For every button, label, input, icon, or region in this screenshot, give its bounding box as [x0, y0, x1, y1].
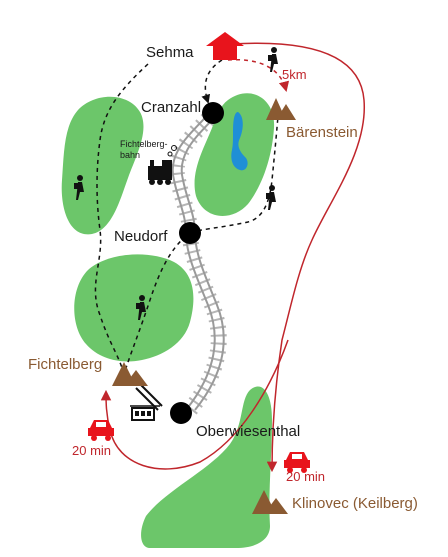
mountain-icon: [112, 362, 148, 386]
house-icon: [206, 32, 244, 60]
place-label-oberwiesenthal: Oberwiesenthal: [196, 423, 300, 440]
car-routes: [100, 42, 365, 473]
car-route-to-fichtelberg: [100, 339, 289, 470]
lake: [231, 112, 248, 171]
car-icon: [88, 420, 114, 441]
trail-sehma-fichtelberg: [94, 63, 149, 369]
train-label-line1: Fichtelberg-: [120, 139, 168, 149]
steam-train-icon: [148, 145, 177, 185]
hiker-icon: [266, 185, 276, 210]
mountain-icon: [266, 98, 296, 120]
hike-route-sehma-baerenstein: [227, 58, 290, 93]
place-label-neudorf: Neudorf: [114, 228, 168, 245]
cable-car-icon: [130, 405, 160, 421]
place-label-sehma: Sehma: [146, 44, 194, 61]
station-dot-icon: [170, 402, 192, 424]
car-time-klinovec-label: 20 min: [286, 469, 325, 484]
station-dot-icon: [179, 222, 201, 244]
peak-label-klinovec: Klinovec (Keilberg): [292, 495, 418, 512]
hiking-trails: [94, 59, 279, 369]
place-label-cranzahl: Cranzahl: [141, 99, 201, 116]
trail-sehma-cranzahl: [201, 59, 223, 104]
train-label-line2: bahn: [120, 150, 140, 160]
car-icon: [284, 452, 310, 473]
forest-area-klinovec: [141, 386, 272, 548]
mountain-icon: [252, 490, 288, 514]
hiker-icon: [268, 47, 278, 72]
hiker-icon: [136, 295, 146, 320]
trail-neudorf-fichtelberg: [125, 235, 187, 369]
peak-label-baerenstein: Bärenstein: [286, 124, 358, 141]
trail-neudorf-baerenstein: [189, 115, 279, 233]
forest-area-fichtelberg: [74, 254, 194, 362]
forest-area-northwest: [61, 96, 144, 235]
hike-distance-label: 5km: [282, 67, 307, 82]
car-route-outer: [231, 42, 365, 473]
hiker-icon: [74, 175, 84, 200]
car-time-fichtelberg-label: 20 min: [72, 443, 111, 458]
station-dot-icon: [202, 102, 224, 124]
peak-label-fichtelberg: Fichtelberg: [28, 356, 102, 373]
